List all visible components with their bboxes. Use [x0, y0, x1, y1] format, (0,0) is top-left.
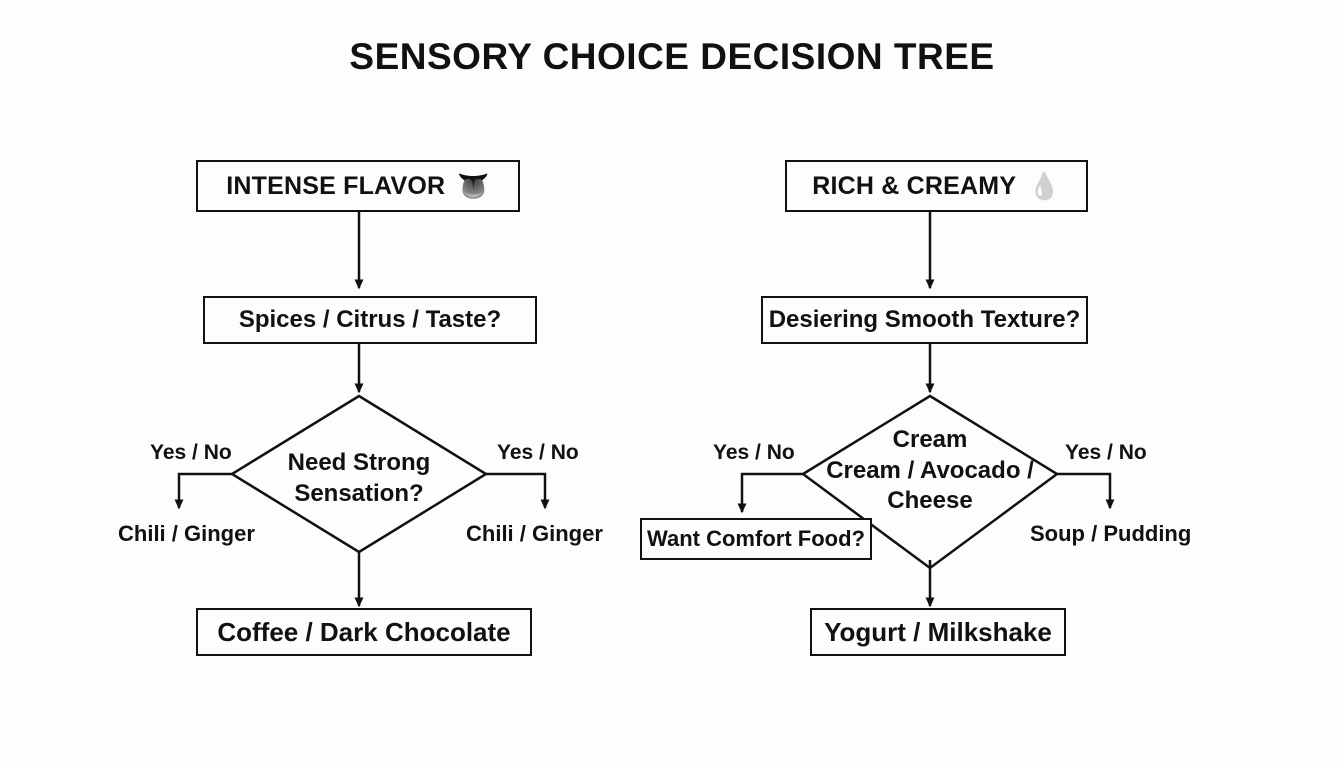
droplet-icon: 💧	[1028, 171, 1061, 201]
left-outcome-box[interactable]: Coffee / Dark Chocolate	[196, 608, 532, 656]
right-diamond-left-edge-label: Yes / No	[713, 441, 795, 464]
right-diamond-right-leaf-label: Soup / Pudding	[1030, 521, 1192, 546]
page-title: SENSORY CHOICE DECISION TREE	[349, 36, 995, 77]
connector-right-diamond-left-branch	[737, 472, 803, 514]
right-header-label: RICH & CREAMY	[812, 171, 1017, 200]
connector-right-diamond-right-branch	[1057, 472, 1115, 510]
left-outcome-label: Coffee / Dark Chocolate	[217, 616, 511, 647]
left-diamond-left-leaf-label: Chili / Ginger	[118, 521, 255, 546]
tongue-icon: 👅	[457, 171, 490, 201]
left-diamond-left-edge-label: Yes / No	[150, 441, 232, 464]
left-question-label: Spices / Citrus / Taste?	[238, 306, 502, 333]
right-question-label: Desiering Smooth Texture?	[768, 306, 1081, 333]
right-comfort-food-label: Want Comfort Food?	[647, 526, 865, 551]
left-header-box[interactable]: INTENSE FLAVOR 👅	[196, 160, 520, 212]
right-comfort-food-box[interactable]: Want Comfort Food?	[640, 518, 872, 560]
right-question-box[interactable]: Desiering Smooth Texture?	[761, 296, 1088, 344]
left-diamond-right-leaf-label: Chili / Ginger	[466, 521, 603, 546]
left-diamond-right-edge-label: Yes / No	[497, 441, 579, 464]
left-question-box[interactable]: Spices / Citrus / Taste?	[203, 296, 537, 344]
connector-left-diamond-left-branch	[174, 472, 232, 510]
right-header-box[interactable]: RICH & CREAMY 💧	[785, 160, 1088, 212]
connector-left-diamond-right-branch	[486, 472, 550, 510]
right-diamond-right-edge-label: Yes / No	[1065, 441, 1147, 464]
right-outcome-box[interactable]: Yogurt / Milkshake	[810, 608, 1066, 656]
left-decision-diamond	[229, 394, 489, 554]
right-outcome-label: Yogurt / Milkshake	[824, 616, 1052, 647]
left-header-label: INTENSE FLAVOR	[226, 171, 446, 200]
